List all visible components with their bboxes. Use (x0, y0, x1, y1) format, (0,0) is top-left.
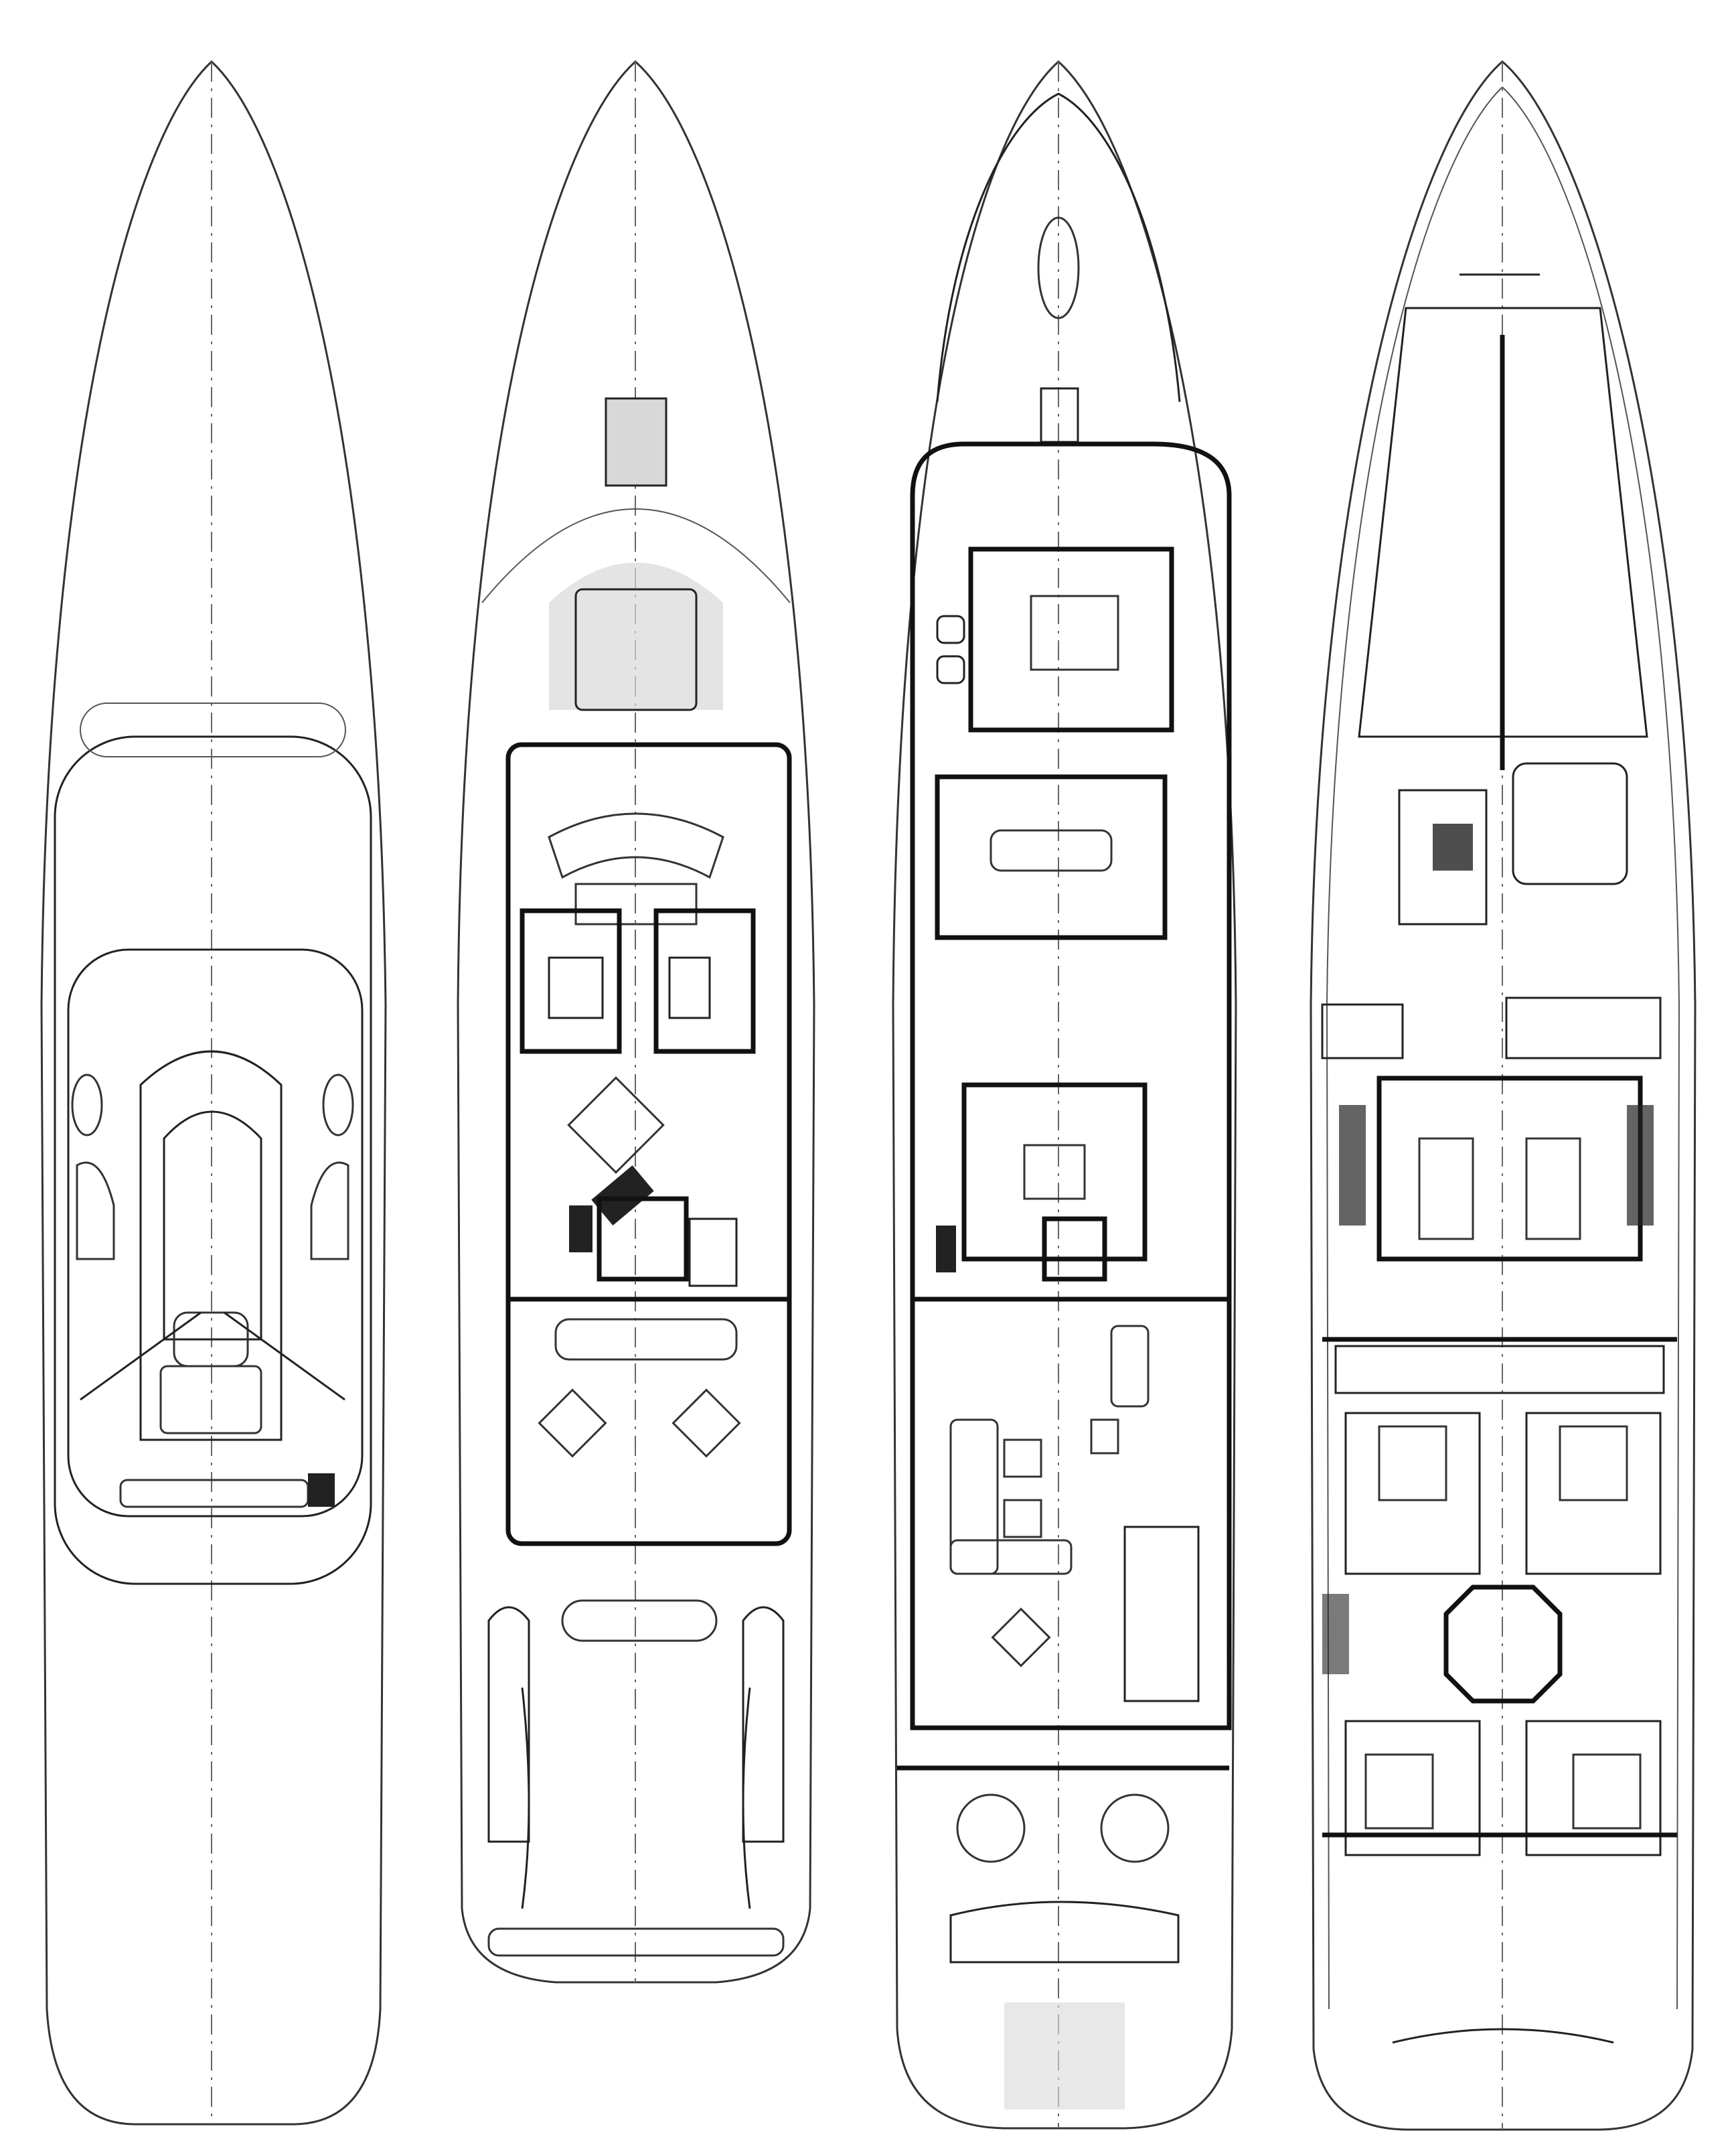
guest-cabin (1525, 1720, 1662, 1856)
hull-outline (892, 60, 1237, 2130)
sun-deck-area (67, 948, 364, 1518)
deck-plan-lower-deck (1310, 60, 1696, 2131)
dining-table (990, 829, 1113, 872)
main-deck-interior (910, 441, 1232, 1730)
crew-area (1358, 307, 1648, 738)
deck-plan-sun-deck (40, 60, 387, 2126)
deck-plan-main-deck (892, 60, 1237, 2130)
sofa (949, 1418, 999, 1575)
deck-plan-bridge-deck (457, 60, 815, 1984)
guest-cabin (1525, 1412, 1662, 1575)
guest-cabin (1344, 1412, 1481, 1575)
dining-table (561, 1599, 718, 1642)
hull-outline (40, 60, 387, 2126)
superstructure (505, 742, 792, 1546)
guest-cabin (1344, 1720, 1481, 1856)
superstructure (54, 735, 372, 1585)
